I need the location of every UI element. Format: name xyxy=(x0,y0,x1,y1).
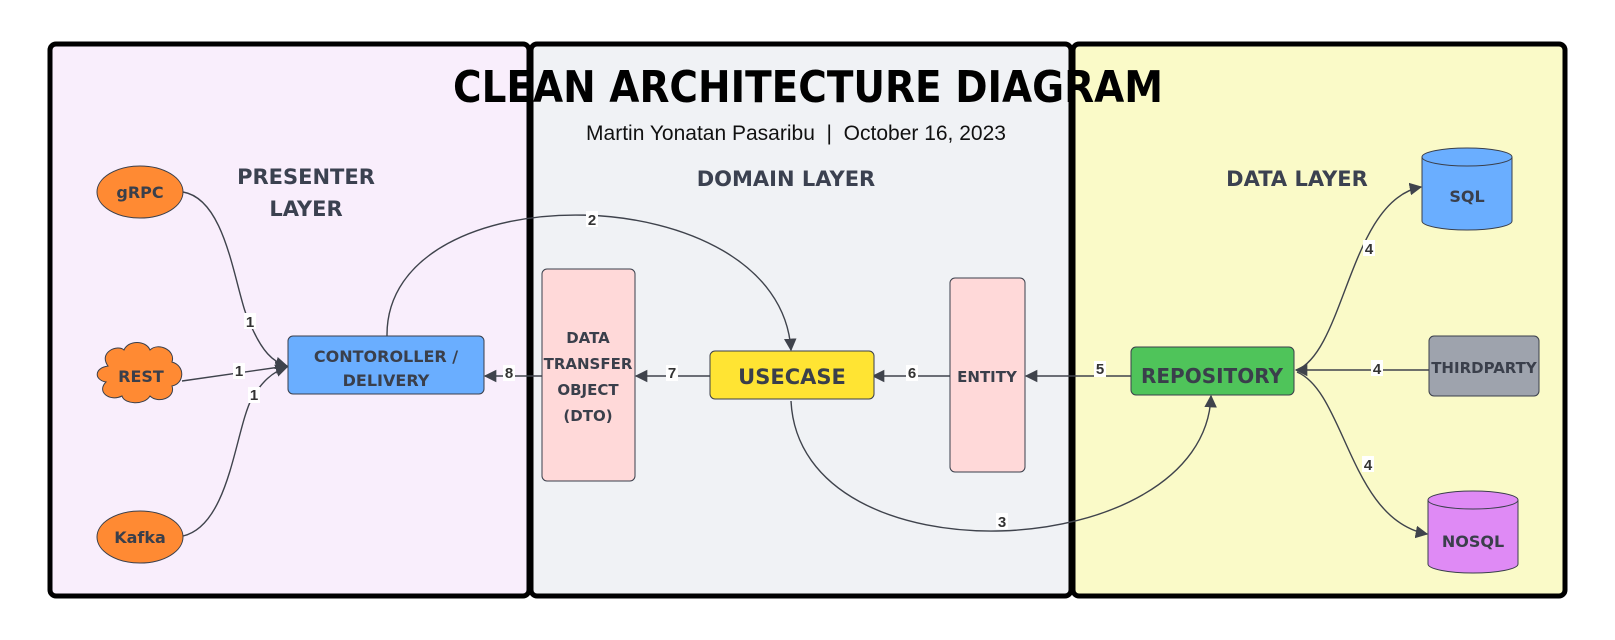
edge-label-7: 7 xyxy=(668,365,676,382)
diagram-title: CLEAN ARCHITECTURE DIAGRAM xyxy=(453,62,1163,113)
edge-controller-to-usecase xyxy=(386,214,797,352)
sql-node xyxy=(1421,147,1513,231)
rest-label: REST xyxy=(118,367,164,386)
controller-label-line1: CONTOROLLER / xyxy=(314,347,458,366)
edge-label-rest: 1 xyxy=(235,363,243,380)
dto-node xyxy=(541,268,636,482)
sql-node-rim xyxy=(1421,156,1513,167)
edge-label-6: 6 xyxy=(908,365,916,382)
data-layer-label: DATA LAYER xyxy=(1226,167,1368,191)
edge-kafka-to-controller xyxy=(182,364,289,537)
controller-node xyxy=(287,335,485,395)
edge-label-5: 5 xyxy=(1096,361,1104,378)
repository-label: REPOSITORY xyxy=(1141,364,1284,388)
thirdparty-node xyxy=(1428,335,1540,397)
presenter-layer-label-line1: PRESENTER xyxy=(237,165,375,189)
edge-label-kafka: 1 xyxy=(250,387,258,404)
sql-label: SQL xyxy=(1449,187,1484,206)
edge-grpc-to-controller xyxy=(182,191,289,370)
edge-label-3: 3 xyxy=(998,514,1006,531)
thirdparty-label: THIRDPARTY xyxy=(1431,359,1538,377)
edge-label-4-nosql: 4 xyxy=(1364,457,1373,474)
grpc-node xyxy=(96,165,184,219)
diagram-subtitle: Martin Yonatan Pasaribu | October 16, 20… xyxy=(586,122,1006,145)
edge-usecase-to-repository xyxy=(790,394,1217,532)
edge-label-4-thirdparty: 4 xyxy=(1373,361,1382,378)
nosql-node-rim xyxy=(1427,499,1519,510)
entity-node xyxy=(949,277,1026,473)
edge-label-grpc: 1 xyxy=(246,314,254,331)
nosql-node xyxy=(1427,490,1519,574)
dto-label-line3: OBJECT xyxy=(557,381,619,399)
edge-label-4-sql: 4 xyxy=(1365,241,1374,258)
nosql-label: NOSQL xyxy=(1442,532,1504,551)
kafka-label: Kafka xyxy=(114,528,166,547)
usecase-label: USECASE xyxy=(738,365,846,389)
grpc-label: gRPC xyxy=(116,183,163,202)
controller-label-line2: DELIVERY xyxy=(343,371,430,390)
edge-repository-to-sql xyxy=(1296,182,1423,371)
entity-label: ENTITY xyxy=(957,368,1018,386)
dto-label-line4: (DTO) xyxy=(563,407,612,425)
usecase-node xyxy=(709,350,875,400)
dto-label-line2: TRANSFER xyxy=(544,355,633,373)
edge-label-8: 8 xyxy=(505,365,513,382)
kafka-node xyxy=(96,510,184,564)
domain-layer-label: DOMAIN LAYER xyxy=(697,167,875,191)
presenter-layer-label-line2: LAYER xyxy=(269,197,342,221)
dto-label-line1: DATA xyxy=(566,329,610,347)
edge-repository-to-nosql xyxy=(1296,371,1429,539)
repository-node xyxy=(1130,346,1295,396)
rest-node xyxy=(96,342,183,404)
edge-label-2: 2 xyxy=(588,212,596,229)
